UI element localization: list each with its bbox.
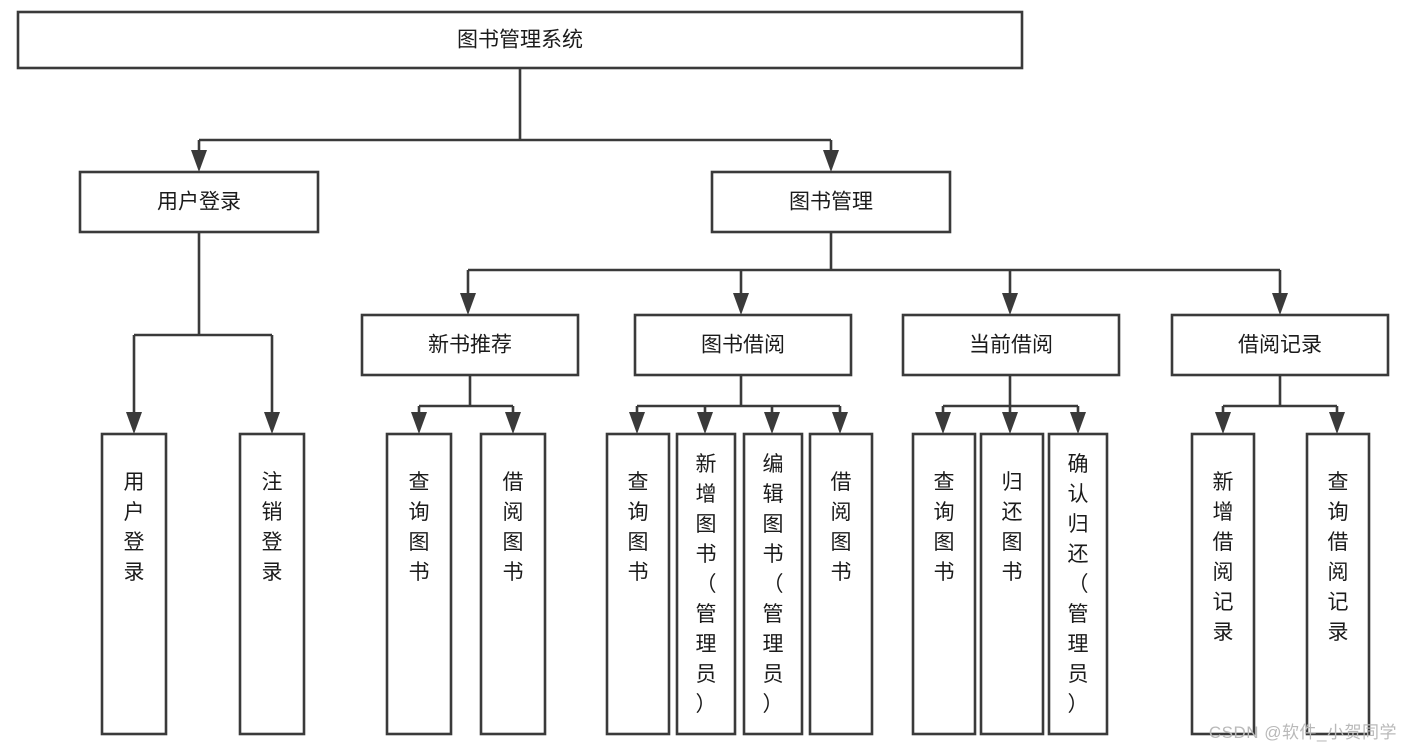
node-box bbox=[901, 313, 1121, 377]
node-book-manage[interactable]: 图书管理 bbox=[710, 170, 952, 234]
node-box bbox=[100, 432, 168, 736]
node-label: 借阅图书 bbox=[831, 471, 852, 584]
node-box bbox=[1190, 432, 1256, 736]
connector-book-manage bbox=[460, 232, 1288, 315]
node-box bbox=[479, 432, 547, 736]
node-leaf-query-book-3[interactable]: 查询图书 bbox=[911, 432, 977, 736]
node-box bbox=[710, 170, 952, 234]
node-leaf-confirm-return[interactable]: 确认归还（管理员） bbox=[1047, 432, 1109, 736]
node-root[interactable]: 图书管理系统 bbox=[16, 10, 1024, 70]
node-label: 图书管理 bbox=[789, 191, 873, 214]
csdn-watermark: CSDN @软件_小贺同学 bbox=[1208, 723, 1397, 742]
node-box bbox=[911, 432, 977, 736]
node-box bbox=[1170, 313, 1390, 377]
node-leaf-return-book[interactable]: 归还图书 bbox=[979, 432, 1045, 736]
node-new-book-recommend[interactable]: 新书推荐 bbox=[360, 313, 580, 377]
node-box bbox=[979, 432, 1045, 736]
connector-borrow-record bbox=[1215, 375, 1345, 434]
node-label: 归还图书 bbox=[1002, 471, 1023, 584]
node-box bbox=[605, 432, 671, 736]
node-label: 图书借阅 bbox=[701, 334, 785, 357]
node-label: 新增图书（管理员） bbox=[696, 453, 717, 716]
node-label: 借阅记录 bbox=[1238, 334, 1322, 357]
connector-book-borrow bbox=[629, 375, 848, 434]
node-box bbox=[360, 313, 580, 377]
node-box bbox=[238, 432, 306, 736]
node-label: 用户登录 bbox=[157, 191, 241, 214]
connector-new-book-recommend bbox=[411, 375, 521, 434]
node-borrow-record[interactable]: 借阅记录 bbox=[1170, 313, 1390, 377]
node-box bbox=[808, 432, 874, 736]
node-leaf-borrow-book-1[interactable]: 借阅图书 bbox=[479, 432, 547, 736]
node-label: 借阅图书 bbox=[503, 471, 524, 584]
node-user-login[interactable]: 用户登录 bbox=[78, 170, 320, 234]
node-label: 新增借阅记录 bbox=[1213, 471, 1234, 644]
node-label: 查询图书 bbox=[628, 471, 649, 584]
node-layer: 图书管理系统用户登录图书管理新书推荐图书借阅当前借阅借阅记录用户登录注销登录查询… bbox=[16, 10, 1390, 736]
node-leaf-add-record[interactable]: 新增借阅记录 bbox=[1190, 432, 1256, 736]
node-label: 查询图书 bbox=[409, 471, 430, 584]
connector-layer bbox=[126, 68, 1345, 434]
node-box bbox=[78, 170, 320, 234]
node-label: 用户登录 bbox=[124, 471, 145, 584]
node-leaf-query-book-1[interactable]: 查询图书 bbox=[385, 432, 453, 736]
node-box bbox=[633, 313, 853, 377]
node-label: 图书管理系统 bbox=[457, 29, 583, 52]
node-label: 查询图书 bbox=[934, 471, 955, 584]
node-leaf-edit-book[interactable]: 编辑图书（管理员） bbox=[742, 432, 804, 736]
connector-root bbox=[191, 68, 839, 172]
node-label: 当前借阅 bbox=[969, 334, 1053, 357]
node-label: 确认归还（管理员） bbox=[1068, 453, 1089, 716]
node-leaf-borrow-book-2[interactable]: 借阅图书 bbox=[808, 432, 874, 736]
node-leaf-add-book[interactable]: 新增图书（管理员） bbox=[675, 432, 737, 736]
node-box bbox=[675, 432, 737, 736]
node-box bbox=[742, 432, 804, 736]
node-box bbox=[1047, 432, 1109, 736]
node-box bbox=[1305, 432, 1371, 736]
node-box bbox=[16, 10, 1024, 70]
node-book-borrow[interactable]: 图书借阅 bbox=[633, 313, 853, 377]
node-label: 新书推荐 bbox=[428, 334, 512, 357]
connector-current-borrow bbox=[935, 375, 1086, 434]
node-label: 注销登录 bbox=[262, 471, 283, 584]
node-label: 查询借阅记录 bbox=[1328, 471, 1349, 644]
node-leaf-user-login[interactable]: 用户登录 bbox=[100, 432, 168, 736]
node-label: 编辑图书（管理员） bbox=[763, 453, 784, 716]
node-leaf-query-record[interactable]: 查询借阅记录 bbox=[1305, 432, 1371, 736]
node-leaf-user-logout[interactable]: 注销登录 bbox=[238, 432, 306, 736]
node-leaf-query-book-2[interactable]: 查询图书 bbox=[605, 432, 671, 736]
node-current-borrow[interactable]: 当前借阅 bbox=[901, 313, 1121, 377]
node-box bbox=[385, 432, 453, 736]
connector-user-login bbox=[126, 232, 280, 434]
